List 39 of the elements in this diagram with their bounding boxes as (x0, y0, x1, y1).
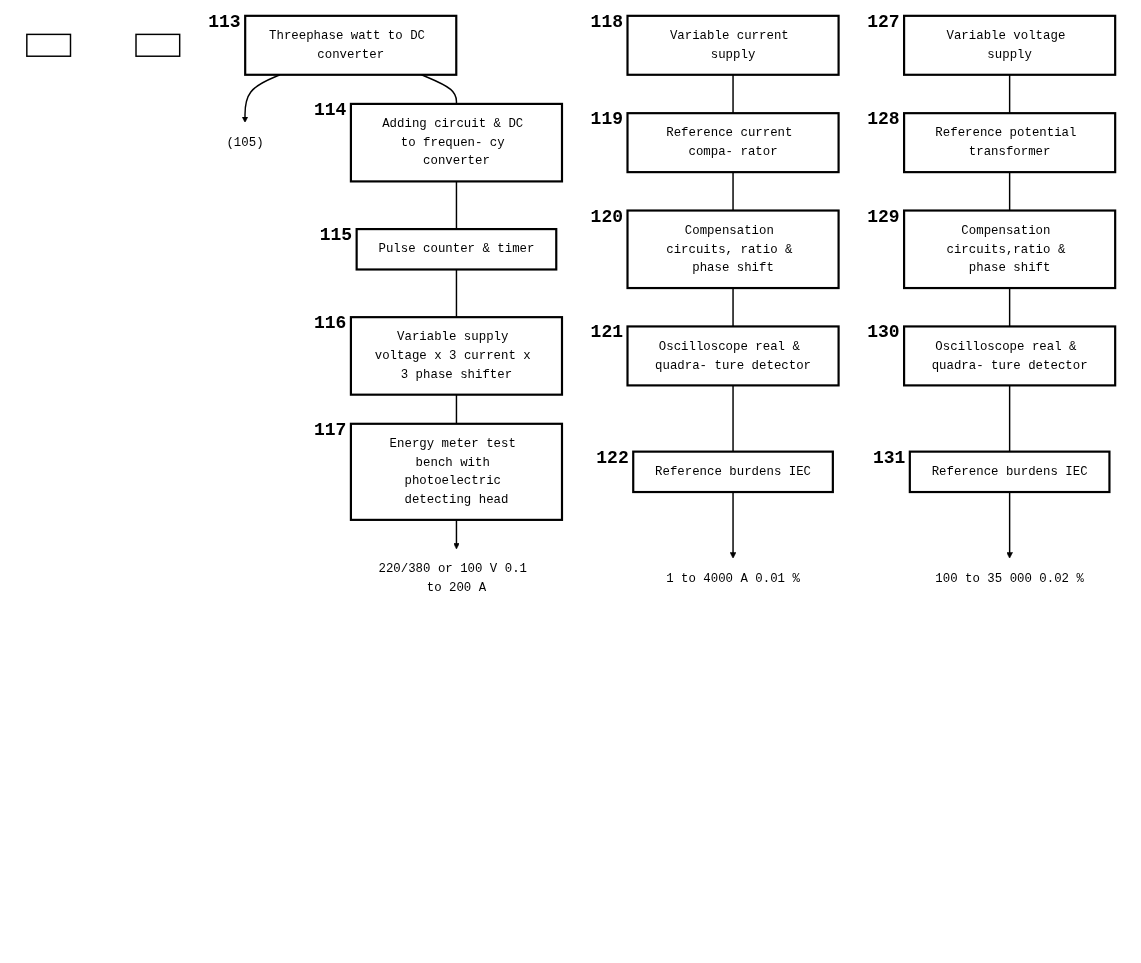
reference-number: 115 (319, 225, 353, 246)
node-box: Reference potential transformer (902, 112, 1116, 174)
node-box: Threephase watt to DC converter (243, 14, 457, 76)
reference-number: 113 (208, 11, 241, 32)
reference-number: 121 (590, 322, 623, 343)
connector (1008, 74, 1010, 114)
reference-number: 130 (867, 322, 900, 343)
reference-number: 122 (596, 447, 629, 468)
node-box: Reference burdens IEC (631, 450, 834, 494)
node-box (25, 33, 71, 57)
connector (731, 74, 734, 114)
node-box: Oscilloscope real & quadra- ture detector (902, 325, 1116, 387)
reference-number: 119 (590, 109, 623, 130)
reference-number: 129 (867, 206, 900, 227)
node-box: Compensation circuits, ratio & phase shift (625, 209, 840, 290)
reference-number: 116 (314, 313, 347, 334)
node-text: 1 to 4000 A 0.01 % (665, 571, 800, 586)
reference-number: 118 (590, 11, 623, 32)
node-box: Variable voltage supply (902, 14, 1116, 76)
reference-number: 128 (867, 109, 900, 130)
arrow (452, 519, 460, 550)
node-box: Variable supply voltage x 3 current x 3 phase shifter (349, 316, 563, 396)
reference-number: 114 (314, 99, 347, 120)
node-text: (105) (225, 135, 264, 150)
reference-number: 131 (872, 447, 906, 468)
node-box: Adding circuit & DC to frequen- cy converter (349, 102, 563, 183)
node-box: Energy meter test bench with photoelectric detecting head (349, 422, 563, 521)
node-box: Compensation circuits,ratio & phase shift (902, 209, 1116, 290)
node-text: 100 to 35 000 0.02 % (934, 571, 1084, 586)
reference-number: 117 (314, 419, 347, 440)
node-box: Oscilloscope real & quadra- ture detector (625, 325, 840, 387)
node-box: Pulse counter & timer (355, 228, 557, 271)
reference-number: 127 (867, 11, 900, 32)
reference-number: 120 (590, 206, 623, 227)
node-box: Reference current compa- rator (625, 112, 840, 174)
node-box (134, 33, 180, 57)
node-box: Variable current supply (625, 14, 840, 76)
node-box: Reference burdens IEC (908, 450, 1111, 494)
node-text: 220/380 or 100 V 0.1 to 200 A (377, 562, 527, 595)
